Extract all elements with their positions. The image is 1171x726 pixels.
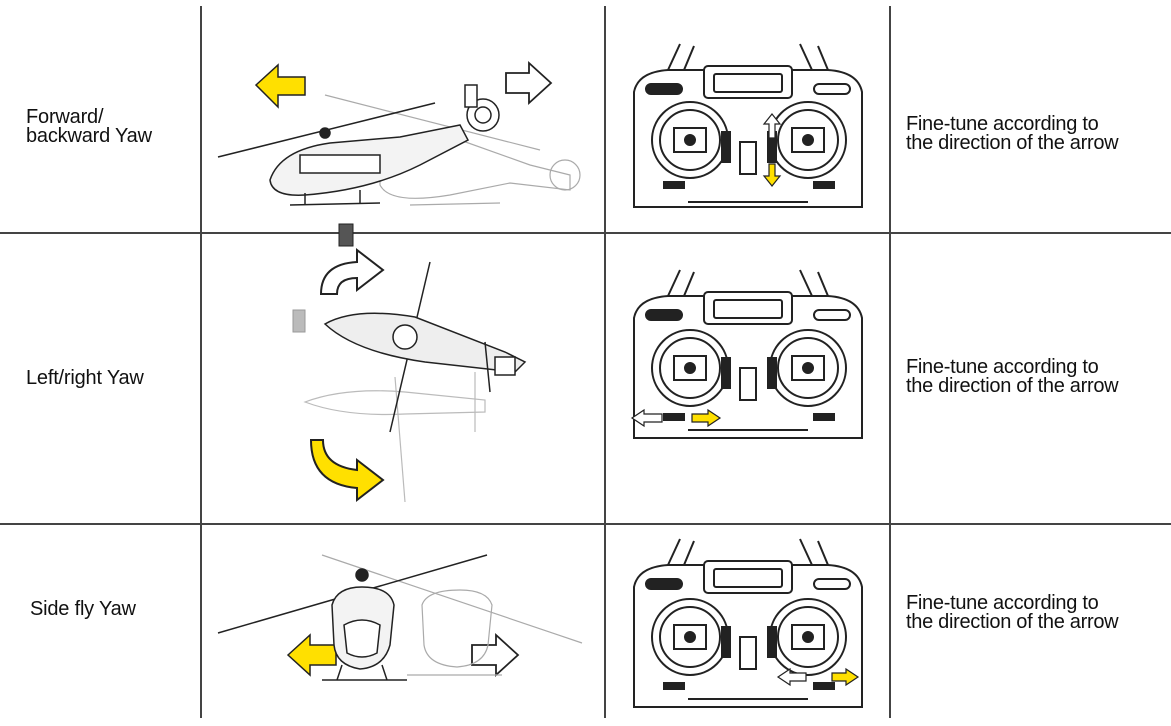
row-label-line: Forward/ [26,106,104,128]
yellow-arrow-icon [691,408,722,428]
transmitter-illustration [628,537,868,712]
row-label-line: backward Yaw [26,125,152,147]
yellow-arrow-icon [831,667,860,687]
column-divider [200,6,202,718]
outline-arrow-icon [505,60,553,106]
row-label-line: Side fly Yaw [30,598,136,620]
transmitter-illustration [628,42,868,212]
helicopter-left-right-illustration [285,222,585,512]
table-row-forward-backward: Forward/ backward Yaw [0,0,1171,232]
helicopter-forward-backward-illustration [210,55,600,220]
row-note-line: the direction of the arrow [906,375,1119,397]
row-note-line: Fine-tune according to [906,592,1099,614]
row-note-line: the direction of the arrow [906,611,1119,633]
outline-arrow-icon [319,247,385,295]
table-row-side-fly: Side fly Yaw [0,523,1171,726]
row-note-line: the direction of the arrow [906,132,1119,154]
row-note-line: Fine-tune according to [906,356,1099,378]
outline-arrow-icon [630,408,663,428]
row-label-line: Left/right Yaw [26,367,144,389]
row-note: Fine-tune according to the direction of … [906,592,1166,633]
yellow-arrow-icon [309,439,385,503]
row-label: Left/right Yaw [26,367,144,389]
outline-arrow-icon [776,667,807,687]
helicopter-side-fly-illustration [212,545,592,695]
yellow-arrow-icon [286,633,337,677]
row-note: Fine-tune according to the direction of … [906,356,1166,397]
yellow-arrow-icon [762,163,782,187]
column-divider [889,6,891,718]
row-label: Forward/ backward Yaw [26,106,152,147]
row-note-line: Fine-tune according to [906,113,1099,135]
row-divider [0,523,1171,525]
row-divider [0,232,1171,234]
yellow-arrow-icon [254,63,306,109]
column-divider [604,6,606,718]
transmitter-illustration [628,268,868,443]
row-label: Side fly Yaw [30,598,136,620]
row-note: Fine-tune according to the direction of … [906,113,1166,154]
table-row-left-right: Left/right Yaw [0,223,1171,523]
outline-arrow-icon [471,632,520,678]
outline-arrow-icon [762,113,782,139]
